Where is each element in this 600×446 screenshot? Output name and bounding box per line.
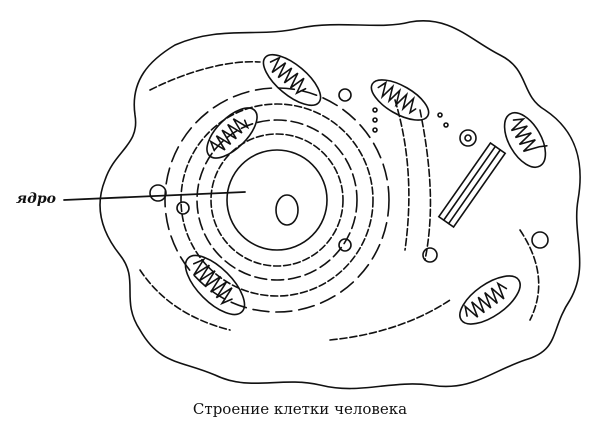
nucleus-label: ядро [16,191,57,207]
vesicles [149,88,549,263]
cell-membrane [99,20,581,390]
figure-caption: Строение клетки человека [192,400,408,418]
cell-diagram [63,20,581,390]
nucleus-pointer-line [63,191,246,201]
endoplasmic-reticulum [139,60,540,341]
nucleus [226,149,328,251]
nucleolus [275,194,299,226]
centrioles [437,129,507,229]
mitochondria [184,53,548,325]
